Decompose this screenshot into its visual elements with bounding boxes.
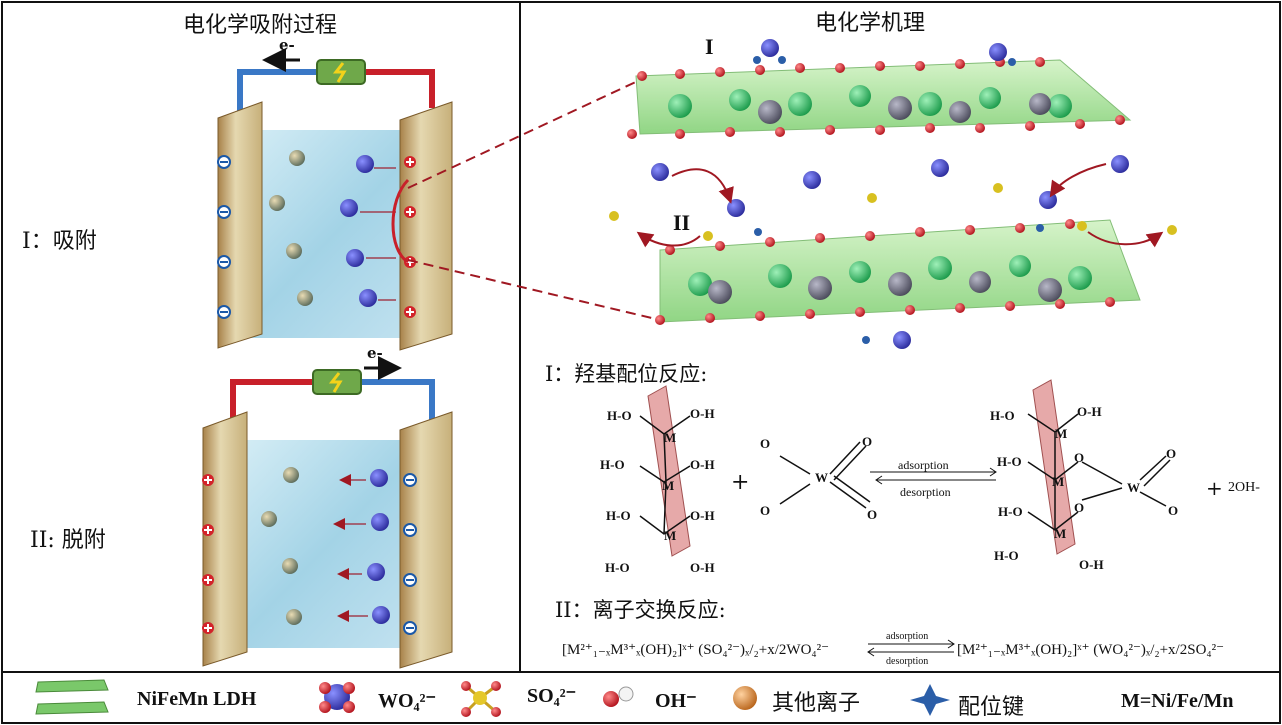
legend-other-ions: 其他离子: [772, 691, 861, 716]
r1-ho-7: H-O: [998, 504, 1023, 519]
legend-icons: [35, 679, 950, 717]
r1-oh-2: O-H: [690, 457, 715, 472]
electron-bottom: e-: [367, 344, 383, 362]
right-panel-title: 电化学机理: [815, 11, 926, 36]
r1-ho-1: H-O: [607, 408, 632, 423]
r1-o-3: O: [760, 503, 771, 518]
r1-metal-3: M: [664, 528, 677, 543]
r1-oh-6: O-H: [1079, 557, 1104, 572]
r1-ho-6: H-O: [997, 454, 1022, 469]
r1-w-1: W: [815, 470, 828, 485]
r2-equation-left: [M²⁺₁₋ₓM³⁺ₓ(OH)₂]ˣ⁺ (SO₄²⁻)ₓ/₂+x/2WO₄²⁻: [562, 642, 830, 658]
r1-metal-5: M: [1052, 474, 1065, 489]
r1-ho-5: H-O: [990, 408, 1015, 423]
r1-ho-8: H-O: [994, 548, 1019, 563]
r1-adsorption: adsorption: [898, 458, 949, 472]
r1-oh-5: O-H: [1077, 404, 1102, 419]
r1-o-8: O: [1168, 503, 1179, 518]
r1-w-2: W: [1127, 480, 1140, 495]
r1-desorption: desorption: [900, 485, 951, 499]
r1-oh-1: O-H: [690, 406, 715, 421]
reaction2-title: II：离子交换反应:: [555, 598, 726, 622]
legend-bar: [1, 671, 1281, 724]
r1-metal-6: M: [1054, 526, 1067, 541]
r1-o-1: O: [760, 436, 771, 451]
r1-metal-4: M: [1055, 426, 1068, 441]
ldh-top-layer: [627, 57, 1132, 139]
legend-bond: 配位键: [958, 695, 1025, 720]
r1-product-oh: 2OH-: [1228, 480, 1260, 495]
legend-oh: OH⁻: [655, 690, 697, 712]
left-panel-title: 电化学吸附过程: [183, 13, 338, 38]
legend-so4: SO₄²⁻: [527, 685, 577, 707]
stage1-label: I：吸附: [22, 229, 97, 254]
legend-wo4: WO₄²⁻: [378, 690, 437, 712]
electron-top: e-: [279, 36, 295, 54]
r1-o-6: O: [1074, 500, 1085, 515]
zoom-lines: [407, 79, 661, 321]
r1-o-5: O: [1074, 450, 1085, 465]
r1-o-2: O: [862, 434, 873, 449]
adsorption-cell: [217, 48, 453, 351]
reaction1-diagram: [639, 379, 1171, 557]
ldh-bottom-layer: [655, 219, 1141, 325]
r1-o-7: O: [1166, 446, 1177, 461]
r1-plus-2: +: [1206, 476, 1223, 500]
r1-ho-2: H-O: [600, 457, 625, 472]
legend-metal-def: M=Ni/Fe/Mn: [1121, 690, 1234, 712]
r1-ho-3: H-O: [606, 508, 631, 523]
r2-desorption: desorption: [886, 656, 929, 667]
r1-metal-2: M: [662, 478, 675, 493]
r1-oh-3: O-H: [690, 508, 715, 523]
r2-equation-right: [M²⁺₁₋ₓM³⁺ₓ(OH)₂]ˣ⁺ (WO₄²⁻)ₓ/₂+x/2SO₄²⁻: [957, 642, 1225, 658]
marker-I: I: [705, 34, 714, 59]
marker-II: II: [673, 210, 691, 235]
reaction1-title: I：羟基配位反应:: [545, 362, 708, 386]
r1-ho-4: H-O: [605, 560, 630, 575]
r1-oh-4: O-H: [690, 560, 715, 575]
desorption-cell: [202, 356, 453, 669]
interlayer-ions: [609, 39, 1177, 349]
r1-metal-1: M: [664, 430, 677, 445]
legend-ldh: NiFeMn LDH: [137, 688, 257, 710]
reaction2-arrows: [867, 639, 955, 657]
r2-adsorption: adsorption: [886, 631, 929, 642]
stage2-label: II: 脱附: [30, 528, 106, 553]
r1-o-4: O: [867, 507, 878, 522]
r1-plus-1: +: [731, 470, 750, 495]
